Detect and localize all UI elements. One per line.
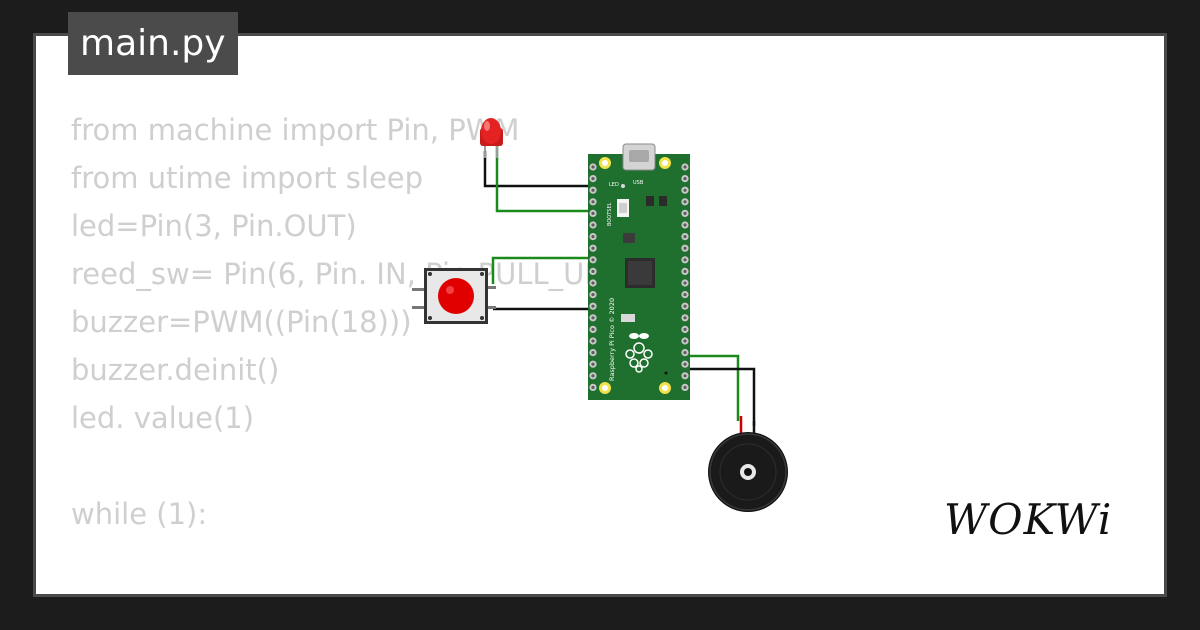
board-usb-label: USB bbox=[633, 180, 644, 186]
code-line: led. value(1) bbox=[71, 401, 255, 435]
pin-hole bbox=[683, 200, 687, 204]
pin-hole bbox=[591, 362, 595, 366]
pin-hole bbox=[591, 304, 595, 308]
pin-hole bbox=[683, 235, 687, 239]
wire-buzzer-signal bbox=[681, 354, 740, 421]
pin-hole bbox=[591, 327, 595, 331]
push-button-component bbox=[412, 268, 496, 324]
code-line: led=Pin(3, Pin.OUT) bbox=[71, 209, 357, 243]
pin-hole bbox=[683, 293, 687, 297]
wokwi-logo-text: WOKWi bbox=[944, 495, 1112, 544]
pin-hole bbox=[591, 351, 595, 355]
circuit-diagram: LED USB BOOTSEL Raspberry Pi Pico © 2020 bbox=[412, 118, 788, 512]
wire-led-anode bbox=[495, 146, 594, 213]
left-pin-header bbox=[589, 163, 597, 391]
board-bootsel-label: BOOTSEL bbox=[607, 202, 613, 226]
pin-hole bbox=[591, 385, 595, 389]
pin-hole bbox=[591, 281, 595, 285]
file-tab[interactable]: main.py bbox=[68, 12, 238, 75]
pico-board: LED USB BOOTSEL Raspberry Pi Pico © 2020 bbox=[588, 143, 690, 400]
pin-hole bbox=[683, 246, 687, 250]
pin-hole bbox=[591, 188, 595, 192]
code-line: from utime import sleep bbox=[71, 161, 424, 195]
code-line: from machine import Pin, PWM bbox=[71, 113, 520, 147]
pin-hole bbox=[683, 165, 687, 169]
buzzer-component bbox=[708, 416, 788, 512]
wokwi-preview-card: from machine import Pin, PWM from utime … bbox=[33, 33, 1167, 597]
pin-hole bbox=[683, 269, 687, 273]
pin-hole bbox=[683, 316, 687, 320]
pin-hole bbox=[591, 374, 595, 378]
pin-hole bbox=[683, 327, 687, 331]
pin-hole bbox=[591, 246, 595, 250]
raspberry-logo-icon bbox=[625, 333, 653, 373]
pin-hole bbox=[591, 200, 595, 204]
wire-button-signal bbox=[491, 256, 594, 284]
pin-hole bbox=[683, 223, 687, 227]
pin-hole bbox=[683, 258, 687, 262]
pin-hole bbox=[683, 188, 687, 192]
pin-hole bbox=[591, 223, 595, 227]
pin-hole bbox=[591, 293, 595, 297]
code-listing: from machine import Pin, PWM from utime … bbox=[71, 106, 614, 594]
wire-buzzer-ground bbox=[681, 367, 756, 426]
pin-hole bbox=[683, 211, 687, 215]
right-pin-header bbox=[681, 163, 689, 391]
code-line: buzzer.deinit() bbox=[71, 353, 280, 387]
pin-hole bbox=[683, 281, 687, 285]
wire-led-cathode bbox=[483, 151, 594, 188]
pin-hole bbox=[683, 385, 687, 389]
pin-hole bbox=[683, 362, 687, 366]
code-line: while (1): bbox=[71, 497, 208, 531]
pin-hole bbox=[683, 374, 687, 378]
wokwi-logo: WOKWi bbox=[944, 495, 1112, 544]
board-name-label: Raspberry Pi Pico © 2020 bbox=[608, 298, 616, 381]
code-line: buzzer=PWM((Pin(18))) bbox=[71, 305, 412, 339]
pin-hole bbox=[591, 211, 595, 215]
pin-hole bbox=[591, 316, 595, 320]
pin-hole bbox=[591, 177, 595, 181]
pin-hole bbox=[591, 339, 595, 343]
pin-hole bbox=[683, 339, 687, 343]
led-component bbox=[480, 118, 503, 158]
board-led-label: LED bbox=[609, 182, 619, 188]
pin-hole bbox=[683, 351, 687, 355]
pin-hole bbox=[591, 258, 595, 262]
pin-hole bbox=[591, 235, 595, 239]
code-line: reed_sw= Pin(6, Pin. IN, Pin.PULL_UP) bbox=[71, 257, 614, 291]
pin-hole bbox=[683, 304, 687, 308]
wires bbox=[483, 146, 756, 426]
pin-hole bbox=[591, 269, 595, 273]
pin-hole bbox=[591, 165, 595, 169]
code-line: if(reed_sw.value()==0): bbox=[71, 586, 613, 594]
pin-hole bbox=[683, 177, 687, 181]
